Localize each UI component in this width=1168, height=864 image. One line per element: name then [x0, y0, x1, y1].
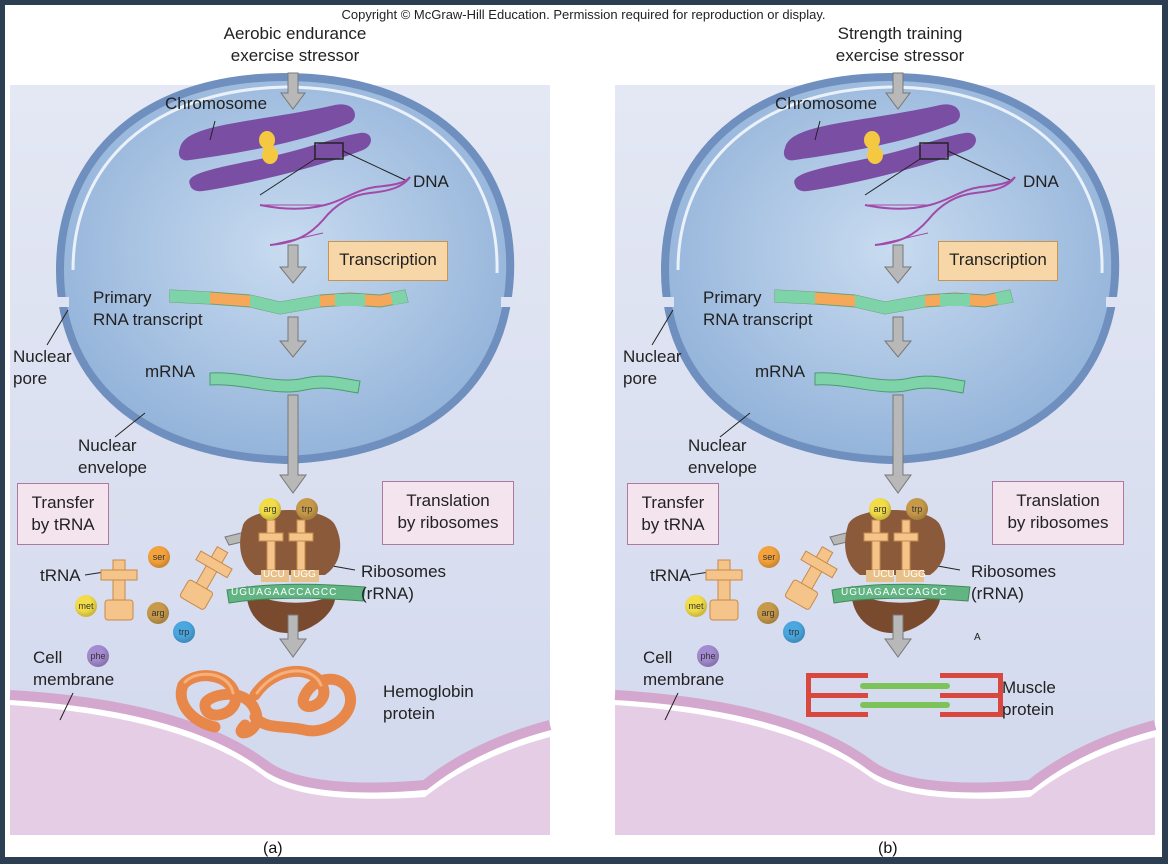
- dna-label: DNA: [413, 172, 449, 191]
- nuclear-pore-label: Nuclear pore: [623, 347, 682, 388]
- trna-left: [705, 559, 743, 621]
- copyright-notice: Copyright © McGraw-Hill Education. Permi…: [341, 7, 826, 22]
- amino-acid-met: met: [75, 595, 97, 617]
- amino-acid-ser: ser: [758, 546, 780, 568]
- figure-mark: A: [974, 632, 981, 643]
- codon-right: UGG: [293, 569, 316, 580]
- codon-left: UCU: [873, 569, 895, 580]
- mrna-codon-strand: UGUAGAACCAGCC: [841, 587, 948, 598]
- primary-rna-transcript: [774, 289, 1014, 315]
- translation-box: Translation by ribosomes: [382, 481, 514, 545]
- nuclear-envelope-label: Nuclear envelope: [688, 436, 758, 477]
- amino-acid-trp-top: trp: [906, 498, 928, 520]
- amino-acid-trp-top: trp: [296, 498, 318, 520]
- dna-label: DNA: [1023, 172, 1059, 191]
- ribosome: [831, 510, 971, 634]
- trna-tilted: [784, 546, 838, 610]
- transcription-box: Transcription: [328, 241, 448, 281]
- trna-tilted: [179, 546, 233, 610]
- amino-acid-phe: phe: [697, 645, 719, 667]
- panel-caption: (b): [878, 840, 898, 857]
- primary-rna-label: Primary RNA transcript: [93, 288, 203, 329]
- nuclear-pore-label: Nuclear pore: [13, 347, 72, 388]
- stressor-arrow: [280, 72, 306, 110]
- trna-label: tRNA: [40, 566, 81, 585]
- stressor-label: Strength training exercise stressor: [835, 24, 965, 65]
- protein-label: Muscle protein: [1002, 678, 1056, 719]
- amino-acid-met: met: [685, 595, 707, 617]
- muscle-protein: [806, 673, 1003, 717]
- amino-acid-ser: ser: [148, 546, 170, 568]
- ribosome: [226, 510, 366, 634]
- panel-a-illustration: [9, 72, 552, 835]
- cell-membrane-label: Cell membrane: [33, 648, 115, 689]
- chromosome: [783, 104, 976, 192]
- ribosomes-label: Ribosomes (rRNA): [971, 562, 1057, 603]
- amino-acid-arg-top: arg: [869, 498, 891, 520]
- transcription-box: Transcription: [938, 241, 1058, 281]
- slide: Copyright © McGraw-Hill Education. Permi…: [5, 5, 1162, 857]
- transfer-box: Transfer by tRNA: [17, 483, 109, 545]
- panel-caption: (a): [263, 840, 283, 857]
- panel-b-illustration: [614, 72, 1157, 835]
- cell-membrane: [9, 690, 552, 793]
- nuclear-envelope-label: Nuclear envelope: [78, 436, 148, 477]
- chromosome-label: Chromosome: [165, 94, 268, 113]
- amino-acid-arg-top: arg: [259, 498, 281, 520]
- panel-a: Aerobic endurance exercise stressor Chro…: [5, 5, 565, 857]
- mrna-strand: [209, 372, 361, 394]
- stressor-arrow: [885, 72, 911, 110]
- mrna-label: mRNA: [145, 362, 196, 381]
- translation-box: Translation by ribosomes: [992, 481, 1124, 545]
- mrna-strand: [814, 372, 966, 394]
- amino-acid-arg: arg: [147, 602, 169, 624]
- codon-left: UCU: [263, 569, 285, 580]
- mrna-label: mRNA: [755, 362, 806, 381]
- transfer-box: Transfer by tRNA: [627, 483, 719, 545]
- chromosome-label: Chromosome: [775, 94, 878, 113]
- amino-acid-trp: trp: [783, 621, 805, 643]
- dna-helix: [259, 176, 411, 246]
- trna-left: [100, 559, 138, 621]
- cell-membrane-label: Cell membrane: [643, 648, 725, 689]
- codon-right: UGG: [903, 569, 926, 580]
- protein-label: Hemoglobin protein: [383, 682, 474, 723]
- ribosomes-label: Ribosomes (rRNA): [361, 562, 447, 603]
- trna-label: tRNA: [650, 566, 691, 585]
- mrna-codon-strand: UGUAGAACCAGCC: [231, 587, 338, 598]
- cell-membrane: [614, 690, 1157, 793]
- amino-acid-phe: phe: [87, 645, 109, 667]
- primary-rna-label: Primary RNA transcript: [703, 288, 813, 329]
- primary-rna-transcript: [169, 289, 409, 315]
- dna-helix: [864, 176, 1016, 246]
- stressor-label: Aerobic endurance exercise stressor: [223, 24, 367, 65]
- chromosome: [178, 104, 371, 192]
- panel-b: Strength training exercise stressor Chro…: [610, 5, 1168, 857]
- amino-acid-arg: arg: [757, 602, 779, 624]
- amino-acid-trp: trp: [173, 621, 195, 643]
